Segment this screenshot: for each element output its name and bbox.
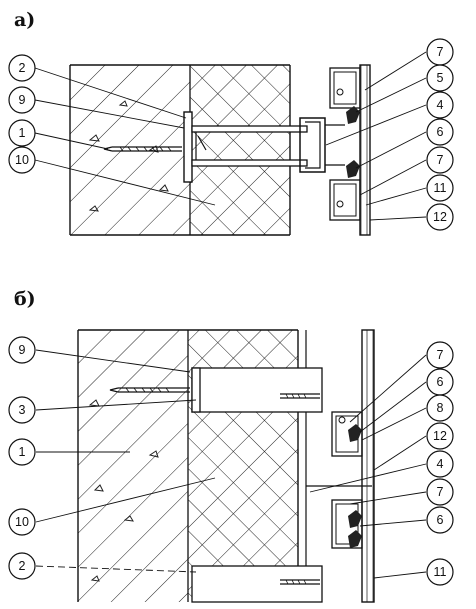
panel-b-callout-6-upper: 6 <box>359 368 454 433</box>
panel-b-callout-9: 9 <box>8 336 191 373</box>
panel-a-callout-6: 6 <box>355 118 454 169</box>
panel-a-callout-7-lower: 7 <box>359 146 454 196</box>
panel-b-callout-11: 11 <box>373 558 454 586</box>
panel-b-callout-6-lower: 6 <box>359 506 454 534</box>
panel-b-callout-1: 1 <box>8 438 130 466</box>
panel-a-anchor-dowel <box>103 146 182 152</box>
panel-a-callout-1: 1 <box>8 119 109 150</box>
svg-text:12: 12 <box>433 210 447 224</box>
svg-text:6: 6 <box>437 375 444 389</box>
panel-b-upper-clip <box>331 411 363 457</box>
panel-a-callout-5: 5 <box>355 64 454 113</box>
panel-b-callout-7-lower: 7 <box>349 478 454 506</box>
panel-b-callout-4: 4 <box>309 450 454 493</box>
svg-text:11: 11 <box>434 565 447 579</box>
panel-b-upper-bracket <box>109 367 323 413</box>
svg-text:9: 9 <box>19 343 26 357</box>
panel-b: б) <box>8 288 454 603</box>
panel-b-letter: б) <box>14 288 36 310</box>
panel-a-callouts: 7 2 5 9 4 <box>8 38 454 231</box>
panel-b-callout-10: 10 <box>8 477 216 536</box>
panel-a: а) <box>8 9 454 236</box>
svg-text:7: 7 <box>437 348 444 362</box>
panel-b-lower-clip <box>331 499 363 549</box>
panel-a-callout-11: 11 <box>365 174 454 206</box>
panel-b-cladding <box>361 329 375 603</box>
svg-text:9: 9 <box>19 93 26 107</box>
panel-b-lower-bracket <box>191 565 323 603</box>
panel-b-callouts: 9 7 6 8 3 <box>8 336 454 586</box>
panel-b-callout-2: 2 <box>8 552 197 580</box>
panel-b-callout-12: 12 <box>373 422 454 471</box>
panel-a-letter: а) <box>14 9 35 31</box>
panel-b-callout-8: 8 <box>361 394 454 441</box>
svg-text:10: 10 <box>15 515 29 529</box>
svg-text:1: 1 <box>19 126 26 140</box>
panel-b-callout-3: 3 <box>8 396 197 424</box>
panel-a-lower-clip <box>329 160 361 221</box>
svg-text:6: 6 <box>437 513 444 527</box>
svg-text:7: 7 <box>437 45 444 59</box>
panel-a-guide-profile <box>299 117 345 173</box>
panel-a-callout-10: 10 <box>8 146 216 206</box>
panel-a-bracket <box>183 111 308 183</box>
panel-a-callout-7-upper: 7 <box>364 38 454 91</box>
svg-text:5: 5 <box>437 71 444 85</box>
svg-text:10: 10 <box>15 153 29 167</box>
svg-text:4: 4 <box>437 98 444 112</box>
svg-text:8: 8 <box>437 401 444 415</box>
svg-text:12: 12 <box>433 429 447 443</box>
svg-text:7: 7 <box>437 485 444 499</box>
panel-a-callout-4: 4 <box>325 91 454 146</box>
panel-a-callout-9: 9 <box>8 86 185 129</box>
panel-a-callout-2: 2 <box>8 54 187 119</box>
panel-a-callout-12: 12 <box>369 203 454 231</box>
panel-a-upper-clip <box>329 67 361 124</box>
panel-a-insulation <box>190 64 291 236</box>
svg-text:6: 6 <box>437 125 444 139</box>
svg-text:7: 7 <box>437 153 444 167</box>
panel-a-cladding <box>359 64 371 236</box>
svg-text:1: 1 <box>19 445 26 459</box>
svg-text:2: 2 <box>19 559 26 573</box>
svg-text:3: 3 <box>19 403 26 417</box>
svg-text:2: 2 <box>19 61 26 75</box>
svg-text:4: 4 <box>437 457 444 471</box>
panel-b-concrete-wall <box>77 329 189 602</box>
svg-text:11: 11 <box>434 181 447 195</box>
panel-b-callout-7-upper: 7 <box>349 341 454 423</box>
